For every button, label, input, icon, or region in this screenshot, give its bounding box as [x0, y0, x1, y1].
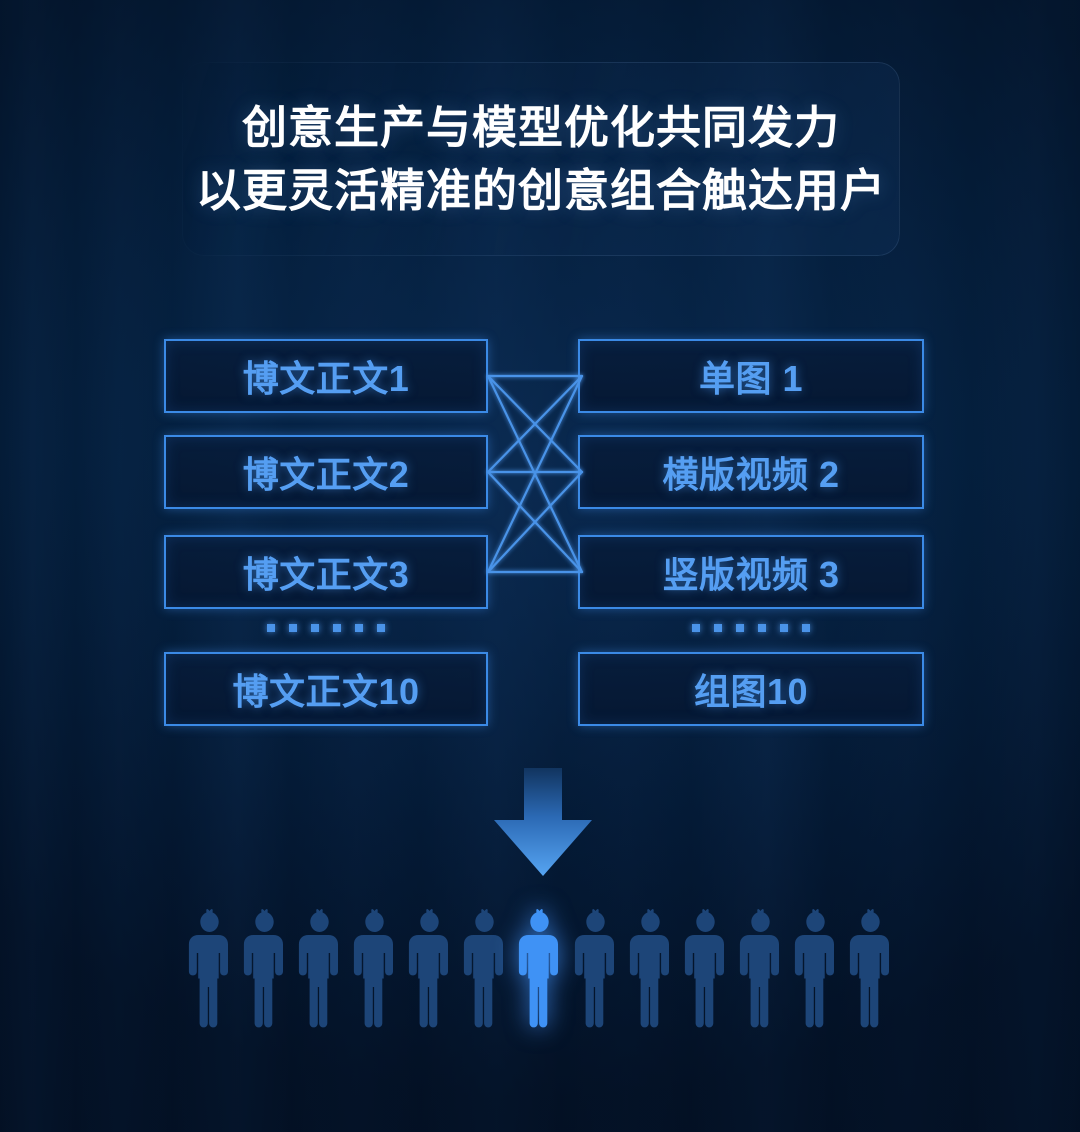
audience-people-row [186, 905, 894, 1030]
down-arrow-icon [494, 768, 592, 876]
connector-mesh [486, 374, 584, 574]
right-box-3-label: 竖版视频 3 [662, 554, 840, 595]
ellipsis-dot [802, 624, 810, 632]
title-line-1: 创意生产与模型优化共同发力 [241, 101, 840, 153]
right-box-2-label: 横版视频 2 [662, 454, 840, 495]
ellipsis-dot [714, 624, 722, 632]
ellipsis-dot [333, 624, 341, 632]
person-icon [296, 905, 343, 1030]
left-box-2[interactable]: 博文正文2 [164, 435, 488, 509]
right-box-10-label: 组图10 [693, 671, 809, 712]
ellipsis-dot [780, 624, 788, 632]
left-box-10-label: 博文正文10 [232, 671, 420, 712]
right-box-2[interactable]: 横版视频 2 [578, 435, 924, 509]
person-icon [572, 905, 619, 1030]
person-icon [406, 905, 453, 1030]
ellipsis-dot [267, 624, 275, 632]
person-icon [737, 905, 784, 1030]
ellipsis-dot [692, 624, 700, 632]
left-box-3-label: 博文正文3 [242, 554, 410, 595]
left-box-1[interactable]: 博文正文1 [164, 339, 488, 413]
ellipsis-dot [311, 624, 319, 632]
title-line-2: 以更灵活精准的创意组合触达用户 [195, 165, 886, 216]
right-column-ellipsis [578, 622, 924, 634]
right-box-10[interactable]: 组图10 [578, 652, 924, 726]
left-box-1-label: 博文正文1 [242, 358, 410, 399]
ellipsis-dot [758, 624, 766, 632]
person-icon [461, 905, 508, 1030]
person-icon-highlighted [516, 905, 563, 1030]
right-box-3[interactable]: 竖版视频 3 [578, 535, 924, 609]
left-box-10[interactable]: 博文正文10 [164, 652, 488, 726]
ellipsis-dot [289, 624, 297, 632]
person-icon [241, 905, 288, 1030]
page-title: 创意生产与模型优化共同发力 以更灵活精准的创意组合触达用户 [182, 62, 900, 256]
person-icon [351, 905, 398, 1030]
person-icon [186, 905, 233, 1030]
ellipsis-dot [355, 624, 363, 632]
right-box-1-label: 单图 1 [698, 358, 804, 399]
right-box-1[interactable]: 单图 1 [578, 339, 924, 413]
title-panel [182, 62, 900, 256]
person-icon [792, 905, 839, 1030]
left-box-3[interactable]: 博文正文3 [164, 535, 488, 609]
left-column-ellipsis [164, 622, 488, 634]
person-icon [627, 905, 674, 1030]
ellipsis-dot [377, 624, 385, 632]
person-icon [847, 905, 894, 1030]
left-box-2-label: 博文正文2 [242, 454, 410, 495]
ellipsis-dot [736, 624, 744, 632]
person-icon [682, 905, 729, 1030]
